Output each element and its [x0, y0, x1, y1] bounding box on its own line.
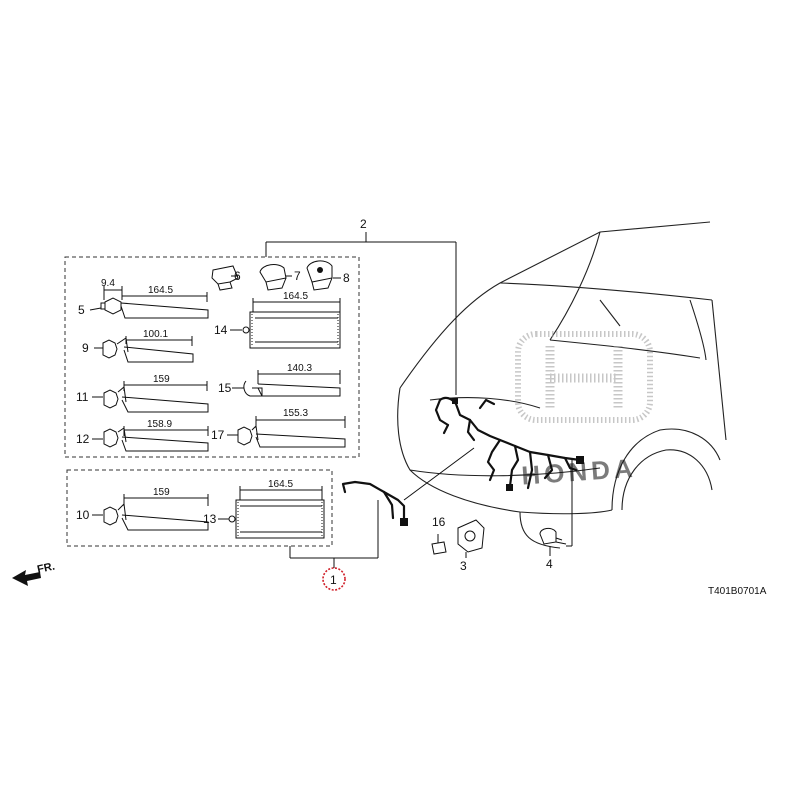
dim-11: 159: [153, 374, 170, 385]
main-harness: [434, 396, 584, 491]
part-4-bolt: [539, 460, 573, 547]
callout-2: 2: [360, 217, 367, 231]
callout-14: 14: [214, 323, 228, 337]
callout-8: 8: [343, 271, 350, 285]
callout-16: 16: [432, 515, 446, 529]
dim-9: 100.1: [143, 329, 168, 340]
callout-9: 9: [82, 341, 89, 355]
callout-4: 4: [546, 557, 553, 571]
part-13-tie: [228, 486, 325, 539]
part-16-bolt: [431, 534, 447, 555]
part-15-clip: [243, 370, 341, 397]
upper-parts-box: [64, 256, 360, 458]
callout-12: 12: [76, 432, 90, 446]
part-14-tie: [242, 298, 341, 349]
car-outline: [397, 221, 727, 549]
part-9-clip: [102, 336, 194, 363]
dim-10: 159: [153, 487, 170, 498]
part-5-clip: [100, 286, 209, 319]
part-10-clip: [103, 494, 209, 531]
callout-17: 17: [211, 428, 225, 442]
dim-5-small: 9.4: [101, 278, 115, 289]
part-6-clip: [211, 265, 239, 291]
part-12-clip: [103, 426, 209, 452]
callout-3: 3: [460, 559, 467, 573]
callout-15: 15: [218, 381, 232, 395]
dim-17: 155.3: [283, 408, 308, 419]
small-harness: [341, 480, 408, 526]
leader-harness: [403, 447, 475, 501]
leader-1: [289, 500, 379, 568]
callout-10: 10: [76, 508, 90, 522]
callout-5: 5: [78, 303, 85, 317]
callout-7: 7: [294, 269, 301, 283]
lower-parts-box: [66, 469, 333, 547]
part-17-clip: [237, 416, 346, 448]
part-8-clip: [306, 260, 333, 291]
dim-15: 140.3: [287, 363, 312, 374]
dim-14: 164.5: [283, 291, 308, 302]
dim-5: 164.5: [148, 285, 173, 296]
callout-13: 13: [203, 512, 217, 526]
dim-13: 164.5: [268, 479, 293, 490]
callout-11: 11: [76, 390, 89, 404]
dim-12: 158.9: [147, 419, 172, 430]
callout-1: 1: [330, 573, 337, 587]
part-11-clip: [103, 381, 209, 413]
highlight-circle: [322, 567, 346, 591]
front-label: FR.: [36, 561, 56, 576]
honda-emblem: HONDA: [515, 331, 653, 491]
part-7-clip: [259, 264, 287, 291]
front-arrow-icon: [12, 570, 41, 586]
leader-2: [265, 232, 457, 395]
diagram-code: T401B0701A: [708, 586, 767, 597]
part-3-bracket: [457, 519, 485, 558]
